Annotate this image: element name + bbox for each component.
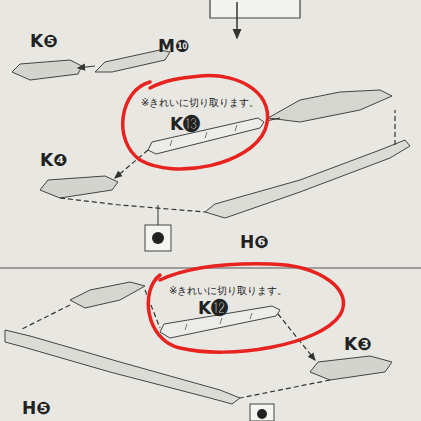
assembly — [70, 282, 145, 308]
part-label: M❿ — [158, 38, 189, 55]
note-text: ※きれいに切り取ります。 — [168, 286, 288, 296]
leader-line — [158, 205, 159, 225]
red-circle — [148, 264, 343, 352]
part-h6 — [205, 140, 410, 218]
arrow — [78, 66, 95, 68]
part-label: K⓬ — [198, 300, 228, 317]
detail-box — [250, 404, 274, 421]
leader-line — [60, 198, 205, 212]
red-circle — [123, 76, 268, 169]
part-label: H❻ — [240, 234, 269, 251]
detail-dot — [257, 409, 267, 419]
part-label: H❺ — [22, 400, 51, 417]
assembly — [268, 90, 392, 122]
arrow — [236, 2, 238, 38]
part-h5 — [5, 330, 240, 404]
part-label: K❺ — [30, 33, 58, 50]
part-k4 — [40, 176, 118, 198]
panel-edge — [210, 0, 300, 18]
detail-box — [145, 225, 171, 251]
part-k3 — [310, 356, 392, 380]
part-label: K❸ — [344, 336, 372, 353]
note-text: ※きれいに切り取ります。 — [140, 98, 260, 108]
part-k5 — [12, 60, 82, 80]
leader-line — [20, 305, 70, 330]
detail-dot — [152, 232, 164, 244]
part-label: K⓭ — [170, 116, 200, 133]
part-label: K❹ — [40, 152, 68, 169]
leader-line — [394, 110, 395, 145]
leader-line — [240, 380, 330, 398]
